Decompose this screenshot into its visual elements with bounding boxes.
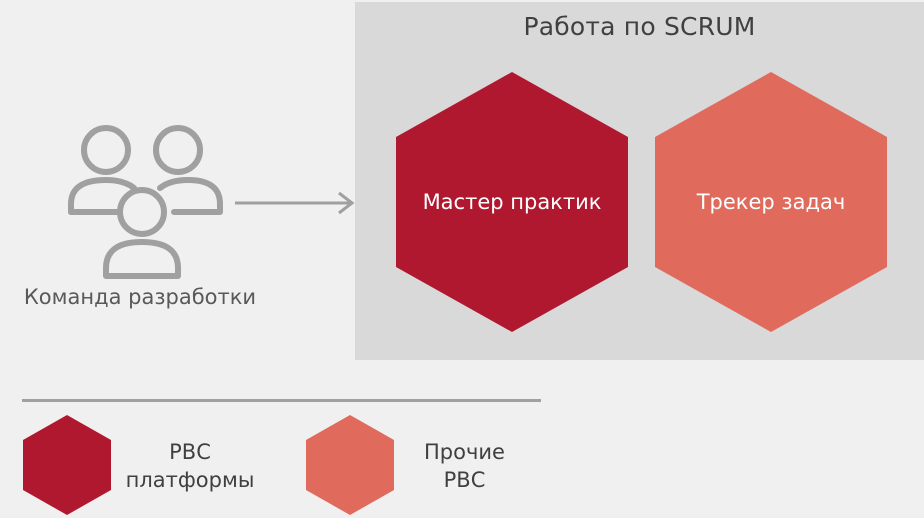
legend-label-line: платформы bbox=[125, 468, 255, 492]
scrum-panel-title: Работа по SCRUM bbox=[523, 12, 756, 41]
legend-label-platform: РВС платформы bbox=[110, 438, 270, 494]
legend-label-line: Прочие bbox=[424, 440, 505, 464]
legend-label-line: РВС bbox=[169, 440, 211, 464]
legend-label-line: РВС bbox=[443, 468, 486, 492]
legend-hexagon-platform bbox=[23, 415, 111, 515]
hexagon-label: Мастер практик bbox=[422, 190, 602, 214]
hexagon-task-tracker: Трекер задач bbox=[655, 72, 887, 332]
people-group-icon bbox=[68, 125, 223, 279]
arrow-right-icon bbox=[235, 191, 355, 215]
hexagon-label: Трекер задач bbox=[696, 190, 846, 214]
legend-label-other: Прочие РВС bbox=[392, 438, 537, 494]
team-label: Команда разработки bbox=[23, 285, 257, 309]
legend-divider bbox=[22, 399, 541, 402]
legend-hexagon-other bbox=[306, 415, 394, 515]
